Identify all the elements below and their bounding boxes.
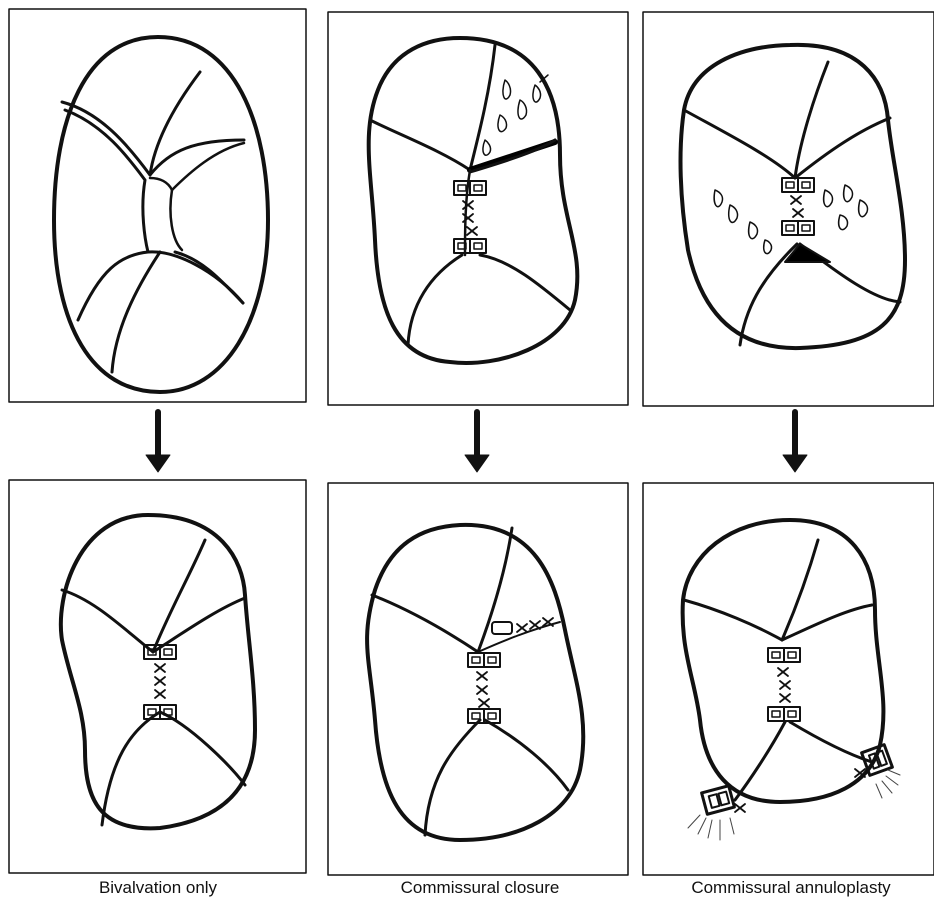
arrow-down-icon [146,412,170,472]
caption-commissural-closure: Commissural closure [330,878,630,898]
valve-annuloplasty-before [681,45,905,348]
caption-commissural-annuloplasty: Commissural annuloplasty [641,878,934,898]
valve-unrepaired [54,37,268,392]
valve-commissural-closure [367,525,583,840]
valve-closure-before [369,38,578,363]
arrow-down-icon [783,412,807,472]
valve-bivalvation-only [61,515,255,828]
valve-commissural-annuloplasty [683,520,900,840]
panel-bivalvation-after [9,480,306,873]
caption-bivalvation-only: Bivalvation only [8,878,308,898]
arrow-down-icon [465,412,489,472]
panel-annuloplasty-after [643,483,934,875]
